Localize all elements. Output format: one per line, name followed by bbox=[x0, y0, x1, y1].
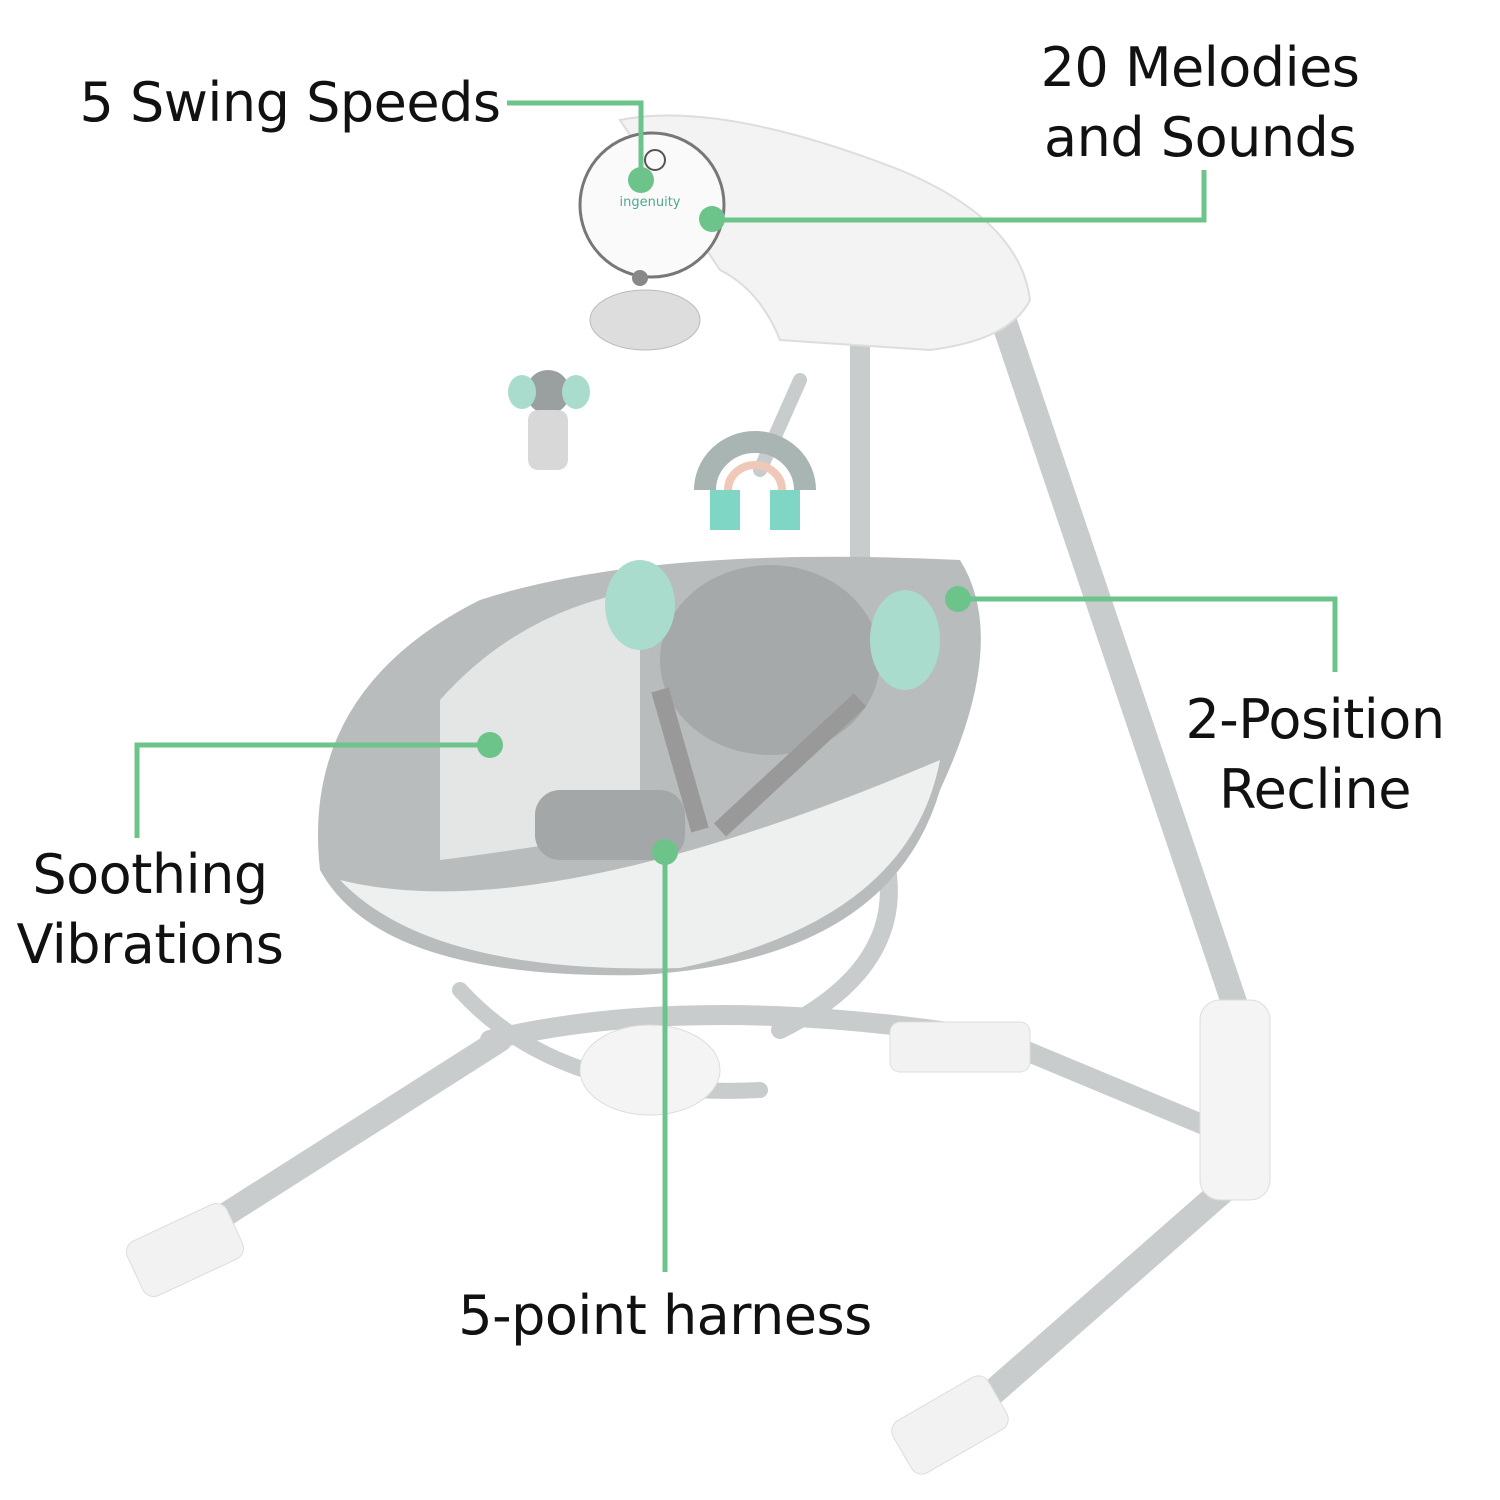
callout-text: and Sounds bbox=[1044, 106, 1356, 169]
seat-pattern-band bbox=[340, 760, 940, 969]
motor-housing bbox=[618, 114, 1032, 352]
rainbow-toy bbox=[694, 431, 816, 530]
callout-text: Recline bbox=[1219, 758, 1411, 821]
mobile-base bbox=[589, 289, 701, 351]
foot bbox=[891, 1375, 1009, 1475]
callout-dot bbox=[477, 732, 503, 758]
harness-buckle-pad bbox=[535, 790, 685, 860]
callout-text: Soothing bbox=[32, 843, 268, 906]
callout-text: 2-Position bbox=[1185, 688, 1445, 751]
dial-knob[interactable] bbox=[632, 270, 648, 286]
callout-dot bbox=[628, 167, 654, 193]
brand-logo: ingenuity bbox=[620, 195, 681, 210]
callout-dot bbox=[652, 839, 678, 865]
frame-joint bbox=[1199, 999, 1271, 1201]
callout-text: 5-point harness bbox=[458, 1284, 872, 1347]
callout-harness: 5-point harness bbox=[430, 1281, 900, 1351]
callout-dot bbox=[945, 586, 971, 612]
callout-vibrations: Soothing Vibrations bbox=[0, 840, 300, 980]
callout-melodies: 20 Melodies and Sounds bbox=[1000, 33, 1400, 173]
callout-text: Vibrations bbox=[16, 913, 284, 976]
callout-text: 5 Swing Speeds bbox=[79, 71, 501, 134]
power-icon[interactable] bbox=[644, 149, 666, 171]
foot bbox=[125, 1203, 245, 1297]
frame-latch bbox=[889, 1021, 1031, 1073]
callout-swing-speeds: 5 Swing Speeds bbox=[70, 68, 510, 138]
callout-text: 20 Melodies bbox=[1040, 36, 1360, 99]
callout-dots bbox=[477, 167, 971, 865]
callout-recline: 2-Position Recline bbox=[1150, 685, 1480, 825]
elephant-toy bbox=[508, 370, 590, 470]
elephant-head-pillow bbox=[660, 565, 880, 755]
control-panel[interactable] bbox=[578, 131, 726, 279]
callout-dot bbox=[699, 206, 725, 232]
callout-lines bbox=[134, 100, 1338, 1272]
motor-hub bbox=[579, 1024, 721, 1116]
